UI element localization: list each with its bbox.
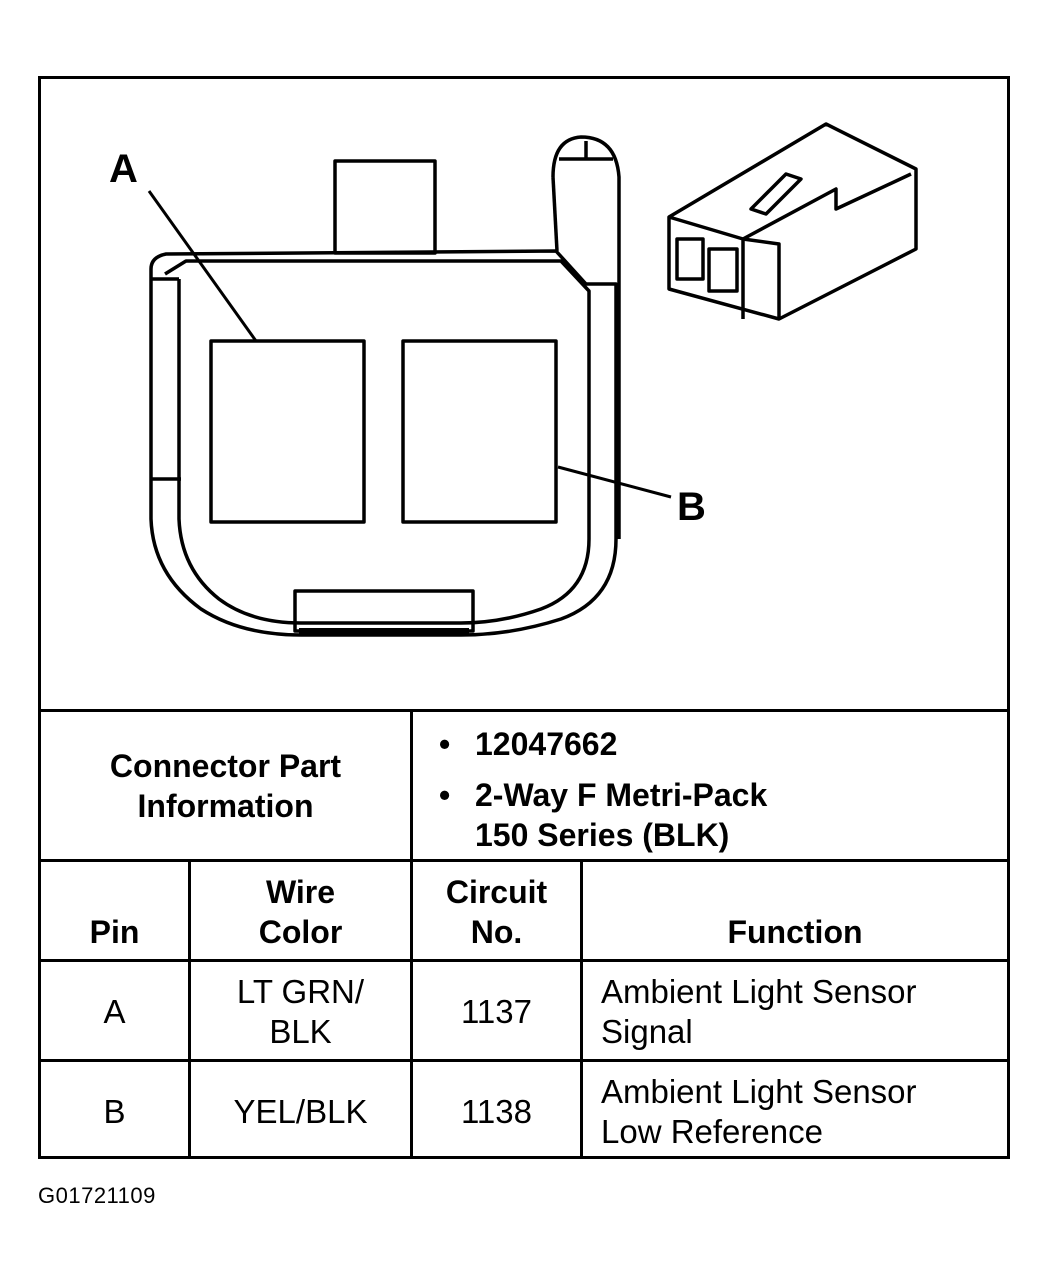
latch-tab bbox=[333, 159, 437, 255]
col-divider bbox=[580, 862, 583, 1156]
connector-body-outline bbox=[149, 249, 618, 637]
row-a-function-line1: Ambient Light Sensor bbox=[601, 973, 917, 1010]
row-b-pin: B bbox=[103, 1093, 126, 1130]
cavity-a bbox=[209, 339, 366, 524]
figure-id: G01721109 bbox=[38, 1183, 156, 1208]
connector-isometric-view bbox=[667, 122, 918, 321]
row-a-wire-color: LT GRN/ BLK bbox=[191, 972, 410, 1052]
row-b-wire-color: YEL/BLK bbox=[233, 1093, 368, 1130]
row-divider bbox=[41, 959, 1007, 962]
row-a-pin: A bbox=[103, 993, 126, 1030]
right-post-edge bbox=[551, 176, 559, 252]
header-circuit-line2: No. bbox=[470, 914, 523, 950]
row-a-function-line2: Signal bbox=[601, 1013, 693, 1050]
header-wire-color-line1: Wire bbox=[265, 874, 336, 910]
left-flange bbox=[151, 277, 181, 481]
cavity-b bbox=[401, 339, 558, 524]
header-circuit-line1: Circuit bbox=[445, 874, 548, 910]
part-number-item: • 12047662 bbox=[439, 724, 618, 764]
pin-a-callout: A bbox=[109, 147, 138, 191]
connector-body-inner bbox=[164, 259, 591, 625]
header-function: Function bbox=[727, 914, 863, 950]
right-post-cap bbox=[559, 141, 613, 161]
row-b-function-line1: Ambient Light Sensor bbox=[601, 1073, 917, 1110]
info-label-line1: Connector Part bbox=[109, 747, 342, 784]
row-b-circuit: 1138 bbox=[461, 1093, 532, 1130]
bottom-key bbox=[293, 589, 475, 633]
row-divider bbox=[41, 1059, 1007, 1062]
right-post bbox=[551, 135, 621, 539]
leader-line-a bbox=[147, 190, 258, 342]
col-divider bbox=[410, 862, 413, 1156]
pin-b-callout: B bbox=[677, 485, 706, 529]
row-a-function: Ambient Light Sensor Signal bbox=[601, 972, 1001, 1052]
header-pin: Pin bbox=[89, 914, 140, 950]
connector-drawing: A B bbox=[41, 79, 1007, 709]
part-number: 12047662 bbox=[475, 726, 618, 762]
header-wire-color: Wire Color bbox=[191, 872, 410, 952]
leader-line-b bbox=[557, 465, 672, 499]
row-b-function-line2: Low Reference bbox=[601, 1113, 823, 1150]
pin-table: Pin Wire Color Circuit No. Function A LT… bbox=[41, 859, 1007, 1156]
connector-figure-frame: A B Connector Part Information • 1204766… bbox=[38, 76, 1010, 1159]
row-a-circuit: 1137 bbox=[461, 993, 532, 1030]
connector-part-info-label: Connector Part Information bbox=[41, 712, 413, 859]
description-line1: 2-Way F Metri-Pack bbox=[475, 777, 768, 813]
connector-part-info-values: • 12047662 • 2-Way F Metri-Pack 150 Seri… bbox=[413, 712, 1007, 859]
connector-face-illustration bbox=[147, 122, 918, 637]
description-item: • 2-Way F Metri-Pack 150 Series (BLK) bbox=[439, 775, 768, 855]
row-b-function: Ambient Light Sensor Low Reference bbox=[601, 1072, 1001, 1152]
row-a-wire-line2: BLK bbox=[269, 1013, 332, 1050]
bullet: • bbox=[439, 777, 451, 813]
row-a-wire-line1: LT GRN/ bbox=[236, 973, 365, 1010]
header-circuit: Circuit No. bbox=[413, 872, 580, 952]
header-wire-color-line2: Color bbox=[258, 914, 343, 950]
bullet: • bbox=[439, 726, 451, 762]
connector-part-info: Connector Part Information • 12047662 • … bbox=[41, 709, 1007, 859]
col-divider bbox=[188, 862, 191, 1156]
info-label-line2: Information bbox=[137, 787, 314, 824]
description-line2: 150 Series (BLK) bbox=[475, 817, 730, 853]
